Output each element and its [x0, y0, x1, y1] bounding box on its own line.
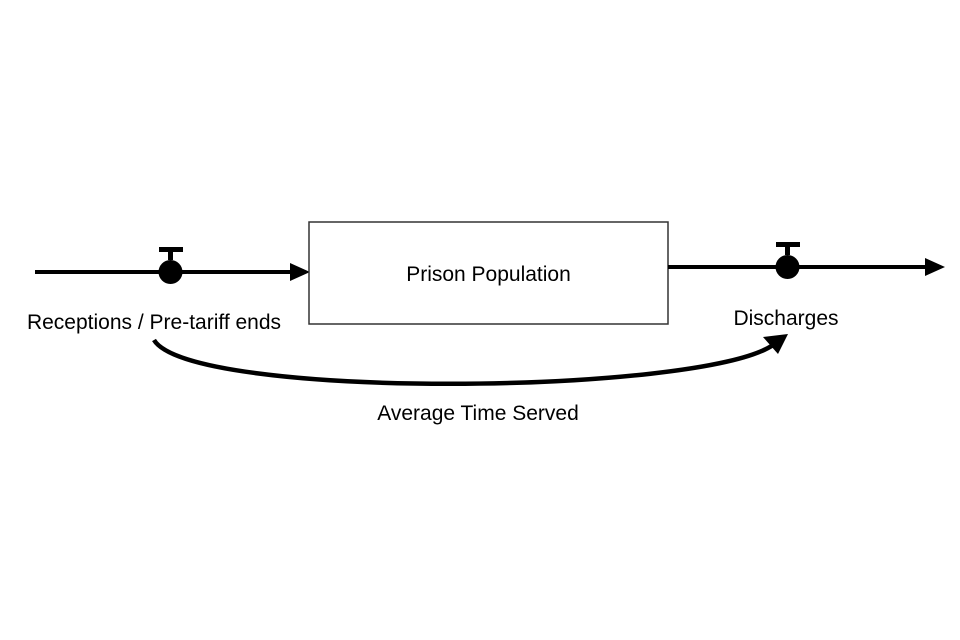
outflow	[668, 242, 945, 279]
inflow-valve-icon	[158, 247, 183, 284]
link-curve	[152, 338, 775, 386]
outflow-label: Discharges	[733, 307, 838, 330]
inflow-arrowhead	[290, 263, 310, 281]
stock-label: Prison Population	[406, 263, 571, 286]
inflow	[35, 247, 310, 284]
link-label: Average Time Served	[377, 402, 579, 425]
link	[152, 334, 788, 386]
inflow-label: Receptions / Pre-tariff ends	[27, 311, 281, 334]
outflow-valve-icon	[775, 242, 800, 279]
outflow-arrowhead	[925, 258, 945, 276]
stock: Prison Population	[308, 221, 669, 325]
stock-box	[308, 221, 669, 325]
link-arrowhead	[763, 334, 788, 354]
